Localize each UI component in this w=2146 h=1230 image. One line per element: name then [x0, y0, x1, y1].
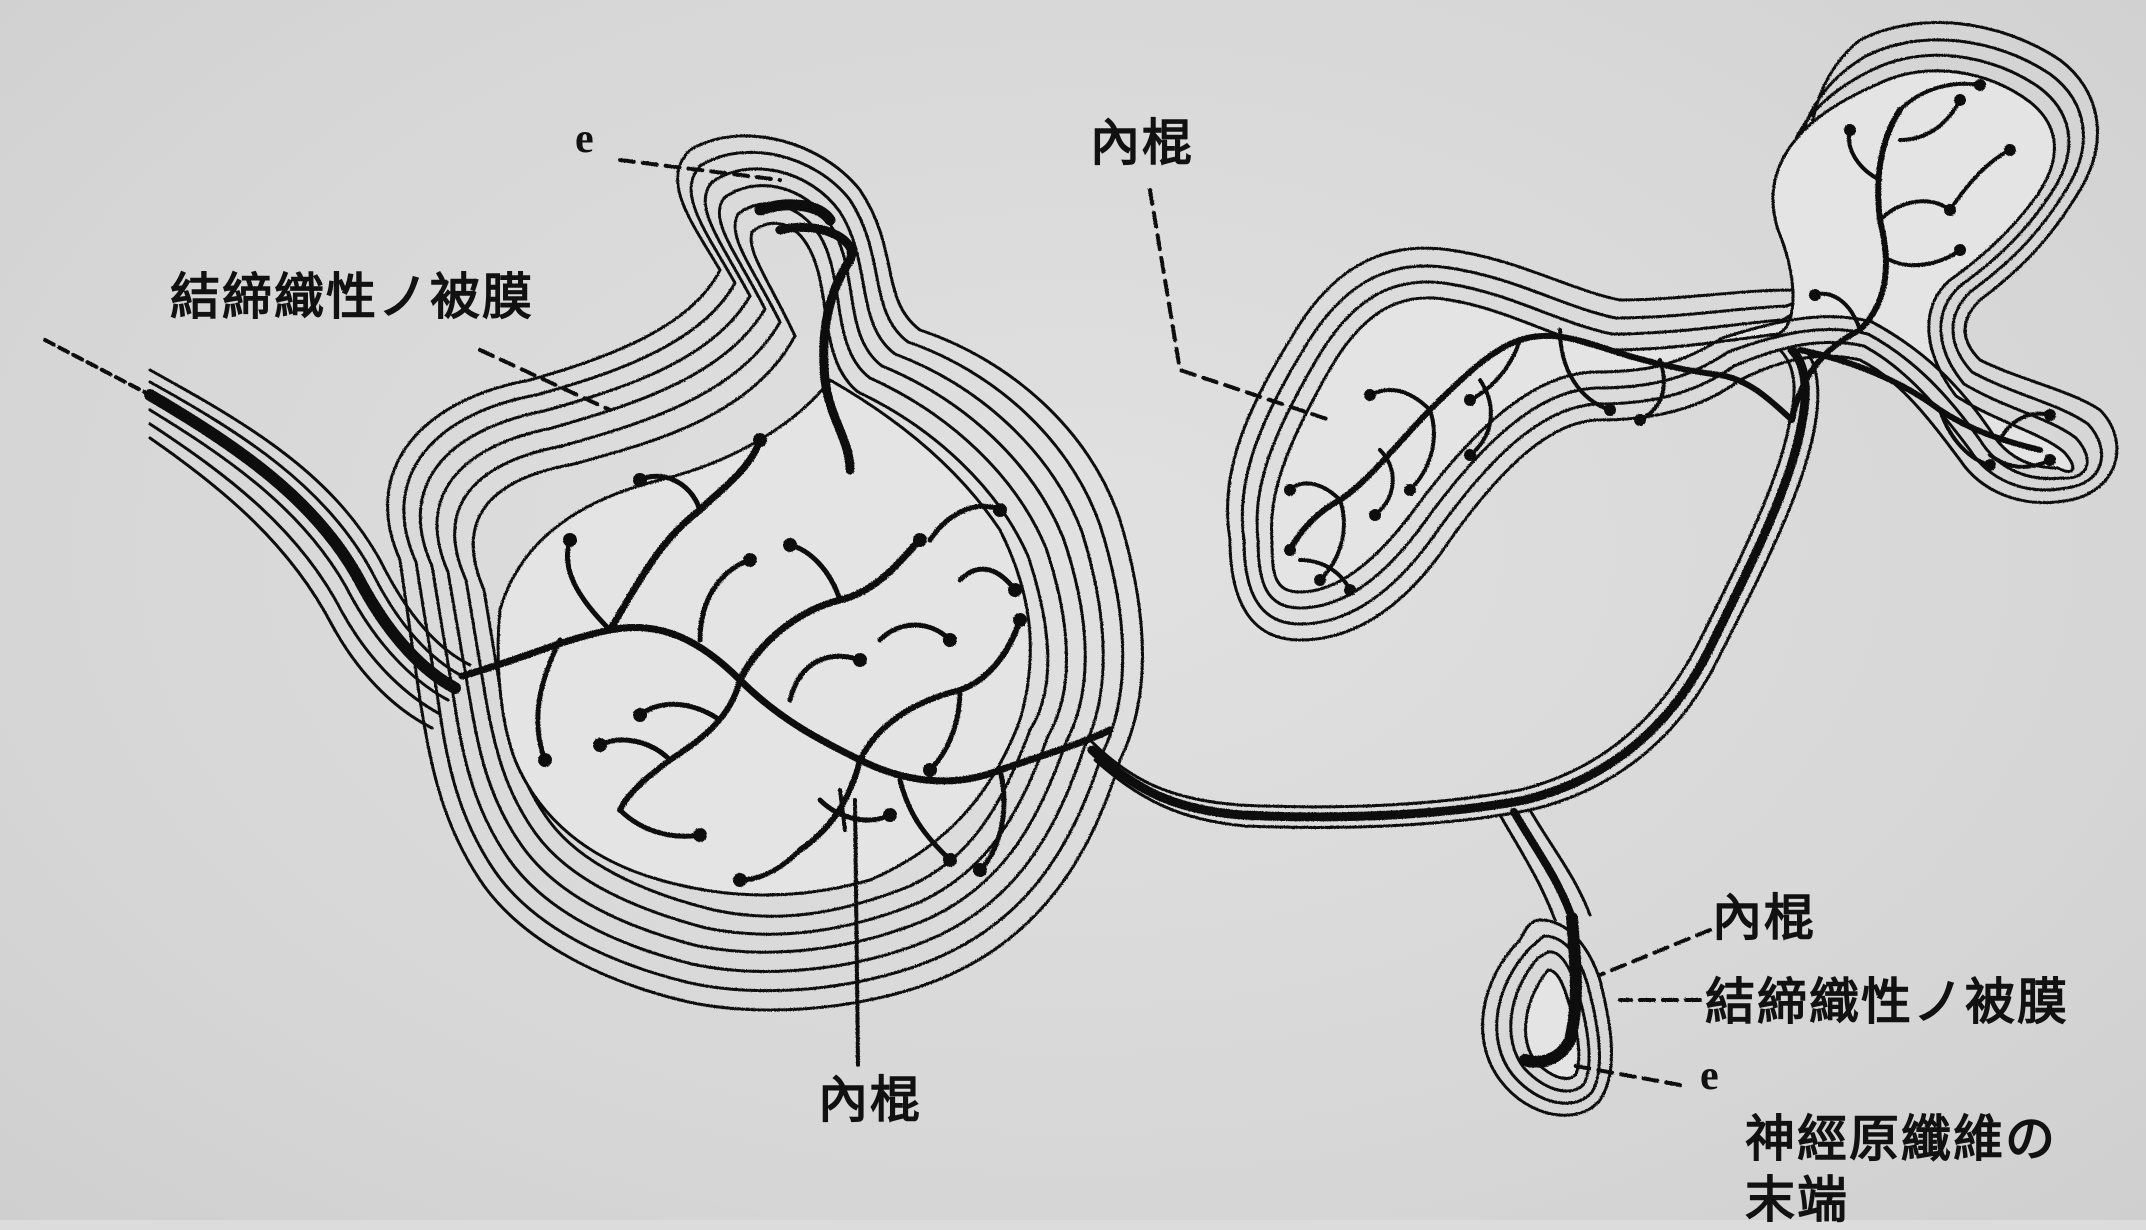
label-nerve-fibril-ending: 神經原纖維の 末端: [1745, 1108, 2057, 1230]
label-nerve-fibril-ending-line1: 神經原纖維の: [1745, 1108, 2057, 1169]
label-capsule-left: 結締織性ノ被膜: [170, 272, 534, 322]
label-inner-bulb-right: 內棍: [1712, 893, 1816, 943]
small-lower-bulb: [1483, 918, 1612, 1115]
label-capsule-right: 結締織性ノ被膜: [1705, 977, 2069, 1027]
upper-right-corpuscle: [1228, 23, 2117, 640]
label-nerve-fibril-ending-line2: 末端: [1745, 1169, 2057, 1230]
label-e-top: e: [575, 118, 596, 160]
label-e-right: e: [1700, 1055, 1721, 1097]
label-inner-bulb-top: 內棍: [1090, 118, 1194, 168]
label-inner-bulb-bottom: 內棍: [818, 1075, 922, 1125]
leader-inner-bulb-small: [1600, 930, 1710, 975]
